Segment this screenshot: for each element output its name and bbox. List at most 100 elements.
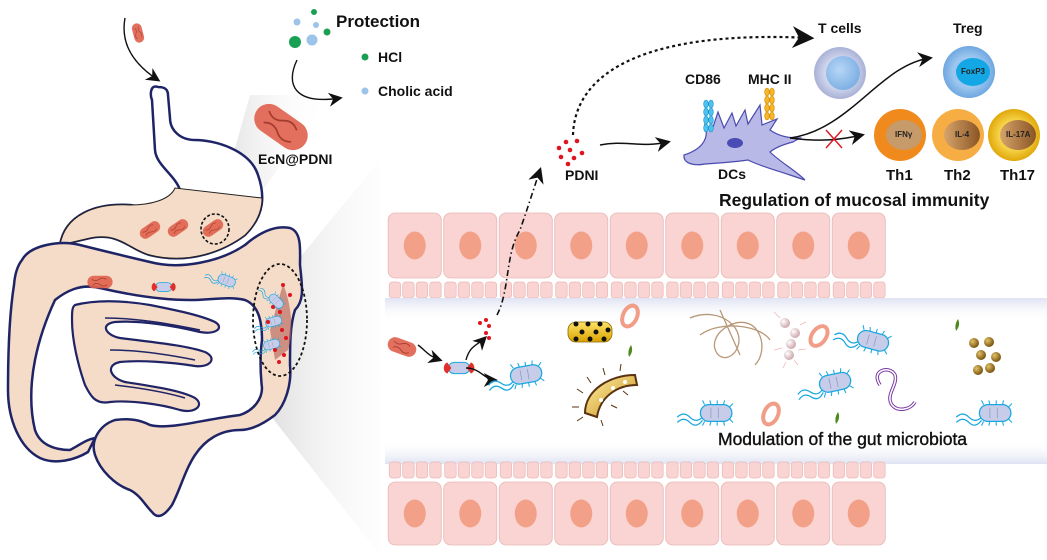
spirillum (875, 368, 917, 411)
microvillus (693, 461, 706, 479)
epithelial-nucleus (625, 499, 648, 528)
th17-nucleus (1000, 120, 1036, 150)
microvillus (582, 461, 595, 479)
lysing-probiotic (151, 282, 176, 292)
gut-bacterium (793, 365, 855, 404)
colon-probiotic (87, 275, 113, 289)
microvillus (555, 461, 568, 479)
microvillus (513, 461, 526, 479)
bacteria-arrow (465, 367, 498, 387)
epithelial-nucleus (736, 499, 759, 528)
colon (6, 226, 304, 518)
microvillus (706, 281, 720, 299)
immune-panel (496, 26, 1040, 316)
microvillus (846, 461, 859, 479)
microvillus (873, 461, 886, 479)
colon-zoom-cone (265, 160, 380, 555)
intestine-folds (104, 317, 201, 399)
il4-label: IL-4 (955, 130, 970, 139)
gut-anatomy (6, 17, 308, 518)
microvillus (415, 461, 429, 479)
microvillus (873, 281, 886, 299)
microvillus (748, 281, 762, 299)
microvillus (444, 461, 457, 479)
treg-arrow (789, 52, 933, 139)
colon-highlight-ellipse (252, 263, 308, 377)
mhc2-receptor (764, 87, 775, 121)
foxp3-nucleus (956, 58, 990, 86)
regulation-heading: Regulation of mucosal immunity (719, 190, 990, 210)
il17a-label: IL-17A (1006, 130, 1031, 139)
gut-bacterium (955, 399, 1013, 427)
microvillus (610, 461, 624, 479)
coccus-chain (773, 311, 807, 369)
pdni-particles-colon (266, 283, 292, 364)
rod-bacterium (835, 412, 840, 424)
microvillus (540, 461, 553, 479)
lumen-arrow (417, 344, 443, 364)
microvillus (457, 461, 471, 479)
hcl-label: HCl (378, 49, 403, 65)
microvillus (610, 281, 624, 299)
microvillus (513, 281, 526, 299)
microvillus (388, 281, 402, 299)
microvillus (817, 461, 831, 479)
microvillus (790, 281, 804, 299)
microvillus (484, 461, 498, 479)
th2-label: Th2 (944, 167, 971, 184)
microvillus (679, 281, 693, 299)
microvillus (637, 281, 651, 299)
microvillus (444, 281, 457, 299)
microvillus (526, 281, 540, 299)
epithelial-nucleus (403, 231, 426, 260)
ingested-probiotic (130, 21, 146, 45)
microvillus (595, 461, 609, 479)
t-cell-nucleus (826, 56, 860, 90)
microvillus (748, 461, 762, 479)
microvillus (762, 281, 775, 299)
microvillus (624, 281, 637, 299)
ifng-label: IFNγ (895, 130, 913, 139)
microvillus (846, 281, 859, 299)
epithelium-bottom (387, 461, 886, 546)
microvillus (721, 461, 735, 479)
modulation-heading: Modulation of the gut microbiota (718, 429, 968, 449)
mucus-layer-bottom (385, 440, 1047, 464)
microvillus (777, 461, 790, 479)
microvillus (666, 461, 679, 479)
epithelial-nucleus (847, 231, 870, 260)
ring-bacterium (758, 399, 784, 429)
t-cells-label: T cells (818, 20, 862, 36)
microvillus (568, 281, 582, 299)
microvillus (526, 461, 540, 479)
microvillus (471, 461, 484, 479)
microvillus (595, 281, 609, 299)
microvillus (624, 461, 637, 479)
microvillus (429, 281, 442, 299)
microvillus (666, 281, 679, 299)
microvillus (859, 281, 873, 299)
microvillus (762, 461, 775, 479)
microvillus (735, 461, 748, 479)
microvillus (859, 461, 873, 479)
microvillus (790, 461, 804, 479)
foxp3-label: FoxP3 (961, 67, 986, 76)
cholic-acid-legend-dot (361, 87, 369, 95)
gold-cocci-cluster (969, 337, 1001, 375)
epithelial-nucleus (792, 499, 815, 528)
microvillus (679, 461, 693, 479)
microvillus (402, 281, 415, 299)
microvillus (817, 281, 831, 299)
th-arrow (789, 130, 865, 145)
microvillus (651, 281, 664, 299)
microvillus (832, 281, 846, 299)
microvillus (499, 461, 513, 479)
microvillus (415, 281, 429, 299)
ingestion-arrow (123, 17, 161, 82)
epithelial-nucleus (847, 499, 870, 528)
th1-nucleus (886, 120, 922, 150)
dc-nucleus (727, 138, 743, 148)
microvillus (693, 281, 706, 299)
